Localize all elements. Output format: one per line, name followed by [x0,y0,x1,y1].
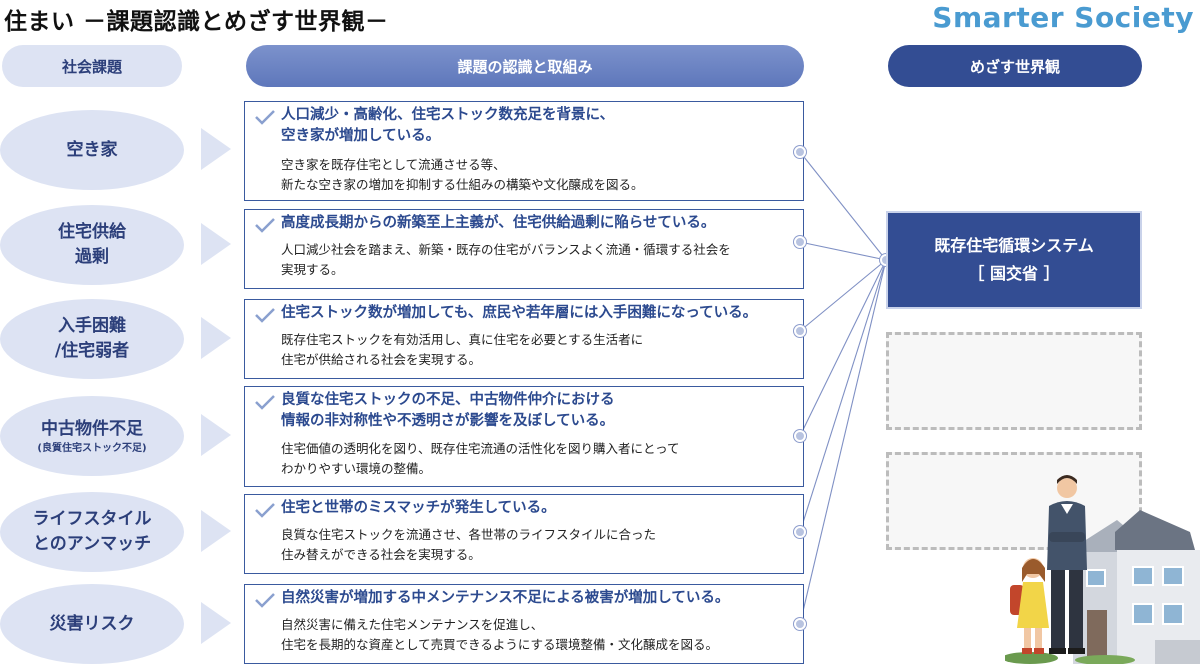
recognition-headline: 人口減少・高齢化、住宅ストック数充足を背景に、 空き家が増加している。 [281,107,615,144]
issue-label: 住宅供給 過剰 [58,222,126,267]
vision-ministry: ［ 国交省 ］ [968,264,1060,283]
issue-lifestyle-mismatch: ライフスタイル とのアンマッチ [0,492,184,572]
recognition-headline: 高度成長期からの新築至上主義が、住宅供給過剰に陥らせている。 [281,215,716,231]
connector-dot [794,526,806,538]
recognition-detail: 自然災害に備えた住宅メンテナンスを促進し、 住宅を長期的な資産として売買できるよ… [281,617,719,652]
check-icon [255,308,275,323]
recognition-box: 人口減少・高齢化、住宅ストック数充足を背景に、 空き家が増加している。 空き家を… [244,101,804,201]
recognition-box: 良質な住宅ストックの不足、中古物件仲介における 情報の非対称性や不透明さが影響を… [244,386,804,487]
recognition-headline: 住宅ストック数が増加しても、庶民や若年層には入手困難になっている。 [281,305,758,321]
issue-hard-to-obtain: 入手困難 /住宅弱者 [0,299,184,379]
connector-dot [794,430,806,442]
recognition-detail: 住宅価値の透明化を図り、既存住宅流通の活性化を図り購入者にとって わかりやすい環… [281,441,680,476]
issue-label: 中古物件不足 [41,419,143,440]
chevron-right-icon [201,223,231,265]
chevron-right-icon [201,317,231,359]
chevron-right-icon [201,510,231,552]
issue-label: 災害リスク [49,613,135,634]
issue-label: ライフスタイル とのアンマッチ [32,509,152,554]
smarter-society-logo: Smarter Society [932,1,1194,34]
recognition-box: 住宅と世帯のミスマッチが発生している。 良質な住宅ストックを流通させ、各世帯のラ… [244,494,804,574]
vision-name: 既存住宅循環システム [934,236,1094,255]
issue-sublabel: (良質住宅ストック不足) [37,442,147,454]
recognition-headline: 良質な住宅ストックの不足、中古物件仲介における 情報の非対称性や不透明さが影響を… [281,392,615,429]
issue-used-housing-shortage: 中古物件不足 (良質住宅ストック不足) [0,396,184,476]
connector-dot [794,325,806,337]
page-title: 住まい －課題認識とめざす世界観－ [4,9,389,35]
recognition-detail: 人口減少社会を踏まえ、新築・既存の住宅がバランスよく流通・循環する社会を 実現す… [281,242,731,277]
chevron-right-icon [201,602,231,644]
issue-vacant-houses: 空き家 [0,110,184,190]
header-social-issues: 社会課題 [2,45,182,87]
family-house-illustration [1005,475,1200,664]
vision-existing-housing-cycle: 既存住宅循環システム ［ 国交省 ］ [886,211,1142,309]
connector-dot [794,146,806,158]
vision-placeholder-slot [886,332,1142,430]
recognition-detail: 既存住宅ストックを有効活用し、真に住宅を必要とする生活者に 住宅が供給される社会… [281,332,644,367]
recognition-headline: 自然災害が増加する中メンテナンス不足による被害が増加している。 [281,590,730,606]
connector-dot [794,236,806,248]
recognition-headline: 住宅と世帯のミスマッチが発生している。 [281,500,556,516]
check-icon [255,593,275,608]
chevron-right-icon [201,128,231,170]
issue-label: 空き家 [66,139,118,160]
issue-oversupply: 住宅供給 過剰 [0,205,184,285]
recognition-box: 住宅ストック数が増加しても、庶民や若年層には入手困難になっている。 既存住宅スト… [244,299,804,379]
issue-disaster-risk: 災害リスク [0,584,184,664]
recognition-detail: 良質な住宅ストックを流通させ、各世帯のライフスタイルに合った 住み替えができる社… [281,527,657,562]
issue-label: 入手困難 /住宅弱者 [54,316,130,361]
recognition-box: 高度成長期からの新築至上主義が、住宅供給過剰に陥らせている。 人口減少社会を踏ま… [244,209,804,289]
header-recognition: 課題の認識と取組み [246,45,804,87]
check-icon [255,395,275,410]
recognition-box: 自然災害が増加する中メンテナンス不足による被害が増加している。 自然災害に備えた… [244,584,804,664]
check-icon [255,503,275,518]
check-icon [255,110,275,125]
recognition-detail: 空き家を既存住宅として流通させる等、 新たな空き家の増加を抑制する仕組みの構築や… [281,157,644,192]
connector-dot [794,618,806,630]
header-vision: めざす世界観 [888,45,1142,87]
chevron-right-icon [201,414,231,456]
check-icon [255,218,275,233]
